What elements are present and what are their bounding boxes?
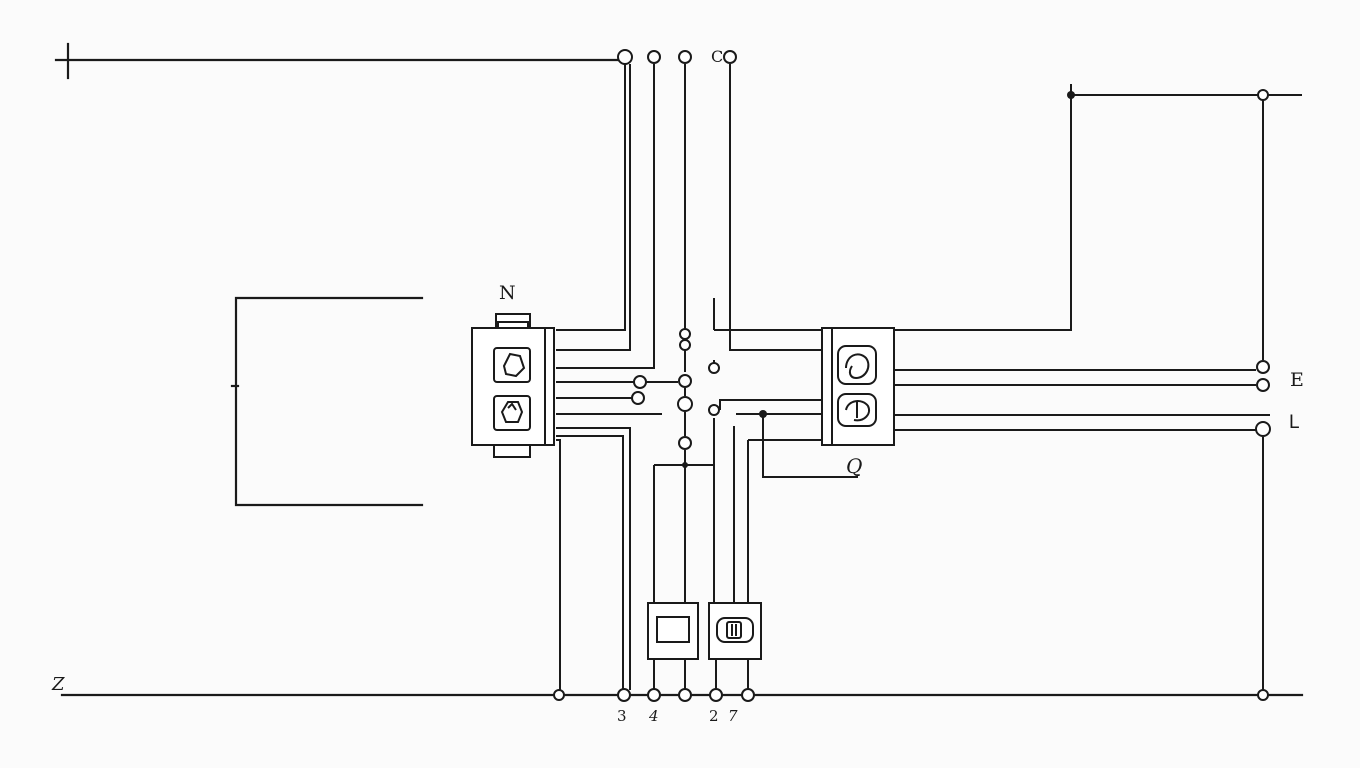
- label-7: 7: [728, 707, 738, 725]
- top-supply-rail: [54, 42, 620, 80]
- label-e: E: [1290, 369, 1304, 391]
- bottom-switch-boxes: [647, 602, 762, 660]
- label-q: Q: [846, 454, 863, 478]
- switch-bottom-wires: [653, 659, 749, 689]
- top-vertical-wires: [556, 64, 822, 369]
- right-junction-box: [821, 327, 895, 446]
- label-n: N: [499, 282, 516, 304]
- left-loop-wire: [230, 296, 424, 507]
- label-bottom-left: Z: [52, 674, 65, 695]
- label-c: C: [711, 47, 724, 66]
- label-l: L: [1289, 412, 1300, 433]
- label-2: 2: [709, 707, 719, 725]
- right-side-wires: [894, 84, 1302, 690]
- label-3: 3: [617, 707, 627, 725]
- terminals: [553, 49, 1271, 702]
- left-junction-box: [471, 313, 555, 458]
- center-cross-wires: [556, 298, 858, 690]
- label-4: 4: [649, 707, 659, 725]
